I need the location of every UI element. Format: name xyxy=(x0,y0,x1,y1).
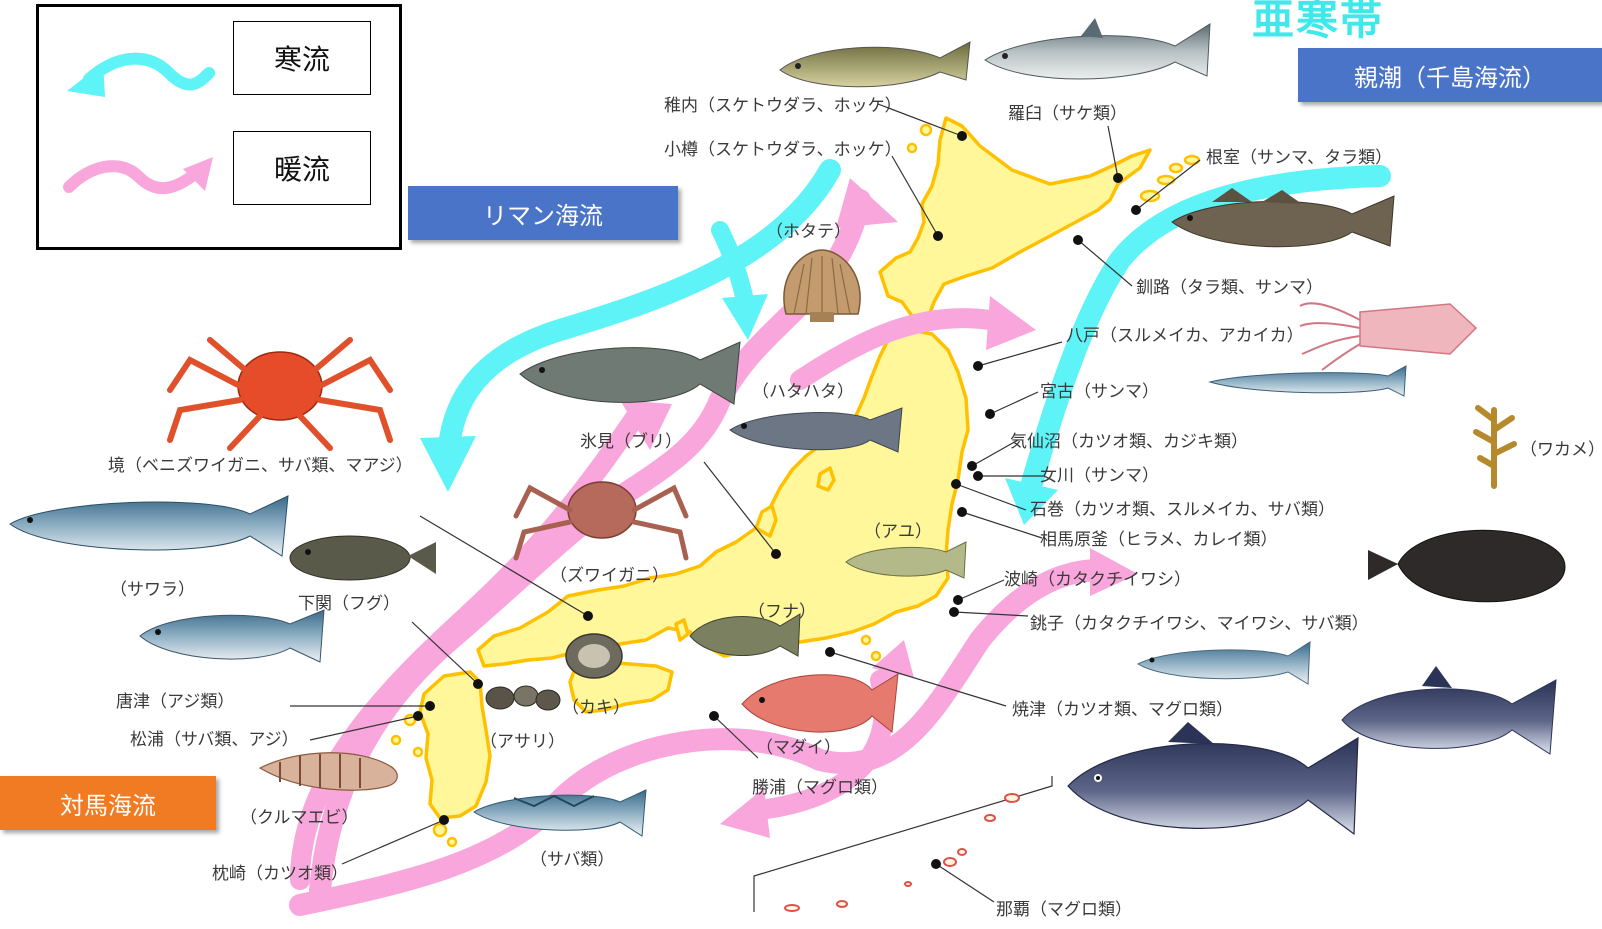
spanish-mackerel-fish-icon xyxy=(9,495,289,557)
port-label-hachinohe: 八戸（スルメイカ、アカイカ） xyxy=(1066,326,1304,346)
port-label-karatsu: 唐津（アジ類） xyxy=(116,692,235,712)
tuna-fish-icon xyxy=(1067,722,1359,836)
port-leaders xyxy=(290,103,1201,903)
horse-mackerel-fish-icon xyxy=(139,609,325,663)
legend-box: 寒流 暖流 xyxy=(36,4,402,250)
snow-crab-icon xyxy=(513,481,689,561)
port-label-kesennuma: 気仙沼（カツオ類、カジキ類） xyxy=(1010,432,1248,452)
bonito-fish-icon xyxy=(1341,666,1557,755)
species-label-ayu: （アユ） xyxy=(864,522,932,542)
species-label-hotate: （ホタテ） xyxy=(766,222,851,242)
port-label-onagawa: 女川（サンマ） xyxy=(1040,466,1159,486)
liman-current-label: リマン海流 xyxy=(408,186,678,240)
warm-current-legend-label: 暖流 xyxy=(233,131,371,205)
port-label-katsuura: 勝浦（マグロ類） xyxy=(752,778,888,798)
species-label-wakame: （ワカメ） xyxy=(1520,440,1602,460)
port-label-soma: 相馬原釜（ヒラメ、カレイ類） xyxy=(1040,530,1278,550)
port-label-miyako: 宮古（サンマ） xyxy=(1040,382,1159,402)
cold-current-legend-label: 寒流 xyxy=(233,21,371,95)
squid-icon xyxy=(1299,302,1478,371)
mackerel-fish-icon xyxy=(473,789,647,837)
tsushima-current-label: 対馬海流 xyxy=(0,776,216,830)
species-label-sawara: （サワラ） xyxy=(110,580,195,600)
red-snow-crab-icon xyxy=(167,337,393,451)
species-label-kurumaebi: （クルマエビ） xyxy=(240,808,359,828)
cod-fish-icon xyxy=(1171,188,1395,248)
liman-arrowhead xyxy=(420,436,476,492)
hokke-fish-icon xyxy=(779,41,971,88)
liman-current-arrow xyxy=(437,159,841,471)
kuruma-shrimp-icon xyxy=(258,752,398,791)
tsushima-west-arrowhead xyxy=(620,400,672,450)
kuroshio-current-arrow xyxy=(289,559,1111,916)
port-label-shimonoseki: 下関（フグ） xyxy=(298,594,400,614)
port-dots xyxy=(413,131,1141,869)
port-label-choshi: 銚子（カタクチイワシ、マイワシ、サバ類） xyxy=(1030,614,1369,634)
climate-zone-title: 亜寒帯 xyxy=(1252,0,1385,44)
saury-fish-icon xyxy=(1208,365,1407,397)
species-label-kaki: （カキ） xyxy=(562,698,630,718)
tsushima-branch-arrowhead xyxy=(986,296,1036,350)
port-label-rausu: 羅臼（サケ類） xyxy=(1008,104,1127,124)
tsushima-west-arrow xyxy=(290,400,650,890)
pufferfish-icon xyxy=(289,535,436,581)
kuroshio-loop-arrowhead xyxy=(720,788,770,838)
oyashio-current-arrow xyxy=(1019,165,1391,501)
species-illustrations xyxy=(9,18,1566,837)
wakame-seaweed-icon xyxy=(1473,405,1517,489)
salmon-fish-icon xyxy=(984,18,1211,80)
species-label-zuwaigani: （ズワイガニ） xyxy=(550,566,669,586)
awaji-island xyxy=(674,618,690,642)
port-label-ishinomaki: 石巻（カツオ類、スルメイカ、サバ類） xyxy=(1030,500,1335,520)
species-label-hatahata: （ハタハタ） xyxy=(752,382,854,402)
tsushima-branch-arrow xyxy=(790,308,1000,390)
liman-branch-arrowhead xyxy=(722,294,768,340)
warm-current-legend-icon xyxy=(63,157,213,194)
crucian-carp-fish-icon xyxy=(689,613,801,657)
port-label-makurazaki: 枕崎（カツオ類） xyxy=(212,864,348,884)
port-label-himi: 氷見（ブリ） xyxy=(580,432,682,452)
cold-current-legend-icon xyxy=(67,52,215,97)
port-label-nemuro: 根室（サンマ、タラ類） xyxy=(1206,148,1393,168)
flounder-fish-icon xyxy=(1368,529,1566,603)
sado-island xyxy=(816,466,836,492)
port-label-sakai: 境（ベニズワイガニ、サバ類、マアジ） xyxy=(108,456,413,476)
scallop-shell-icon xyxy=(783,249,861,322)
port-label-naha: 那覇（マグロ類） xyxy=(996,900,1132,920)
species-label-madai: （マダイ） xyxy=(756,738,841,758)
liman-branch-arrow xyxy=(711,221,754,309)
oyster-shell-icon xyxy=(565,633,623,679)
port-label-otaru: 小樽（スケトウダラ、ホッケ） xyxy=(664,140,902,160)
port-label-matsuura: 松浦（サバ類、アジ） xyxy=(130,730,299,750)
port-label-yaizu: 焼津（カツオ類、マグロ類） xyxy=(1012,700,1233,720)
hatahata-fish-icon xyxy=(729,407,903,453)
noto-peninsula xyxy=(754,504,778,538)
species-label-saba: （サバ類） xyxy=(530,850,615,870)
ayu-fish-icon xyxy=(845,541,967,579)
japan-landmass xyxy=(418,116,1152,820)
port-label-wakkanai: 稚内（スケトウダラ、ホッケ） xyxy=(664,96,902,116)
honshu-island xyxy=(476,326,970,668)
tsushima-arrowhead xyxy=(836,178,898,228)
okinawa-inset xyxy=(753,776,1053,912)
inset-border xyxy=(753,776,1053,912)
kuroshio-arrowhead xyxy=(1090,548,1138,596)
clam-shell-icon xyxy=(485,685,561,711)
sardine-fish-icon xyxy=(1136,641,1311,685)
species-label-asari: （アサリ） xyxy=(480,732,565,752)
port-label-kushiro: 釧路（タラ類、サンマ） xyxy=(1136,278,1323,298)
red-sea-bream-fish-icon xyxy=(741,673,899,733)
oyashio-current-label: 親潮（千島海流） xyxy=(1298,48,1602,102)
yellowtail-fish-icon xyxy=(519,341,741,405)
oyashio-arrowhead xyxy=(1005,478,1058,525)
species-label-funa: （フナ） xyxy=(748,602,816,622)
port-label-hasaki: 波崎（カタクチイワシ） xyxy=(1004,570,1191,590)
kyushu-island xyxy=(418,670,492,820)
hokkaido-island xyxy=(878,116,1152,320)
